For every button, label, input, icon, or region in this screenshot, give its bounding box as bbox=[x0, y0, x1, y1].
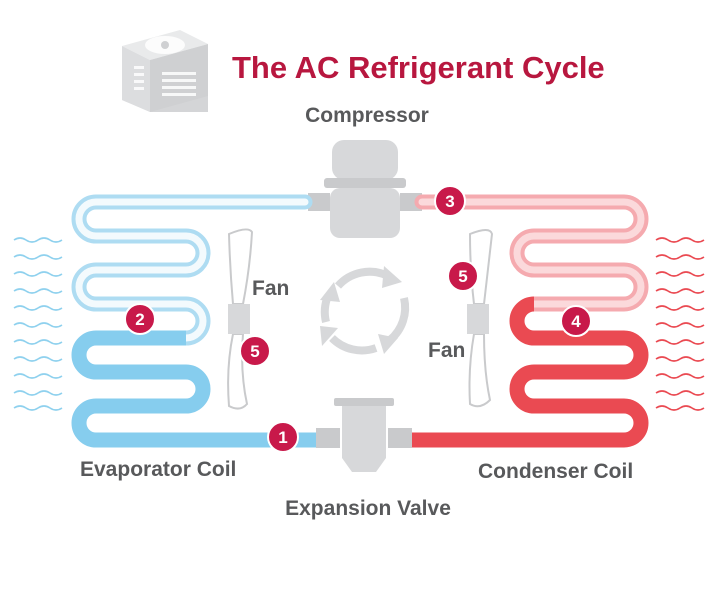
condenser-coil bbox=[410, 194, 649, 448]
badge-5-left: 5 bbox=[239, 335, 271, 367]
cycle-arrowheads bbox=[320, 266, 402, 354]
badge-5-right-label: 5 bbox=[458, 267, 467, 286]
badge-3: 3 bbox=[434, 185, 466, 217]
badge-4-label: 4 bbox=[571, 312, 581, 331]
badge-2: 2 bbox=[124, 303, 156, 335]
badge-3-label: 3 bbox=[445, 192, 454, 211]
diagram-title: The AC Refrigerant Cycle bbox=[232, 50, 605, 85]
fan-right-icon bbox=[467, 229, 494, 408]
badge-5-right: 5 bbox=[447, 260, 479, 292]
compressor bbox=[308, 140, 422, 238]
expansion-valve-label: Expansion Valve bbox=[285, 497, 451, 520]
badge-4: 4 bbox=[560, 305, 592, 337]
evaporator-label: Evaporator Coil bbox=[80, 458, 236, 481]
hot-air-waves bbox=[655, 237, 705, 411]
ac-unit-icon bbox=[122, 30, 208, 112]
badge-5-left-label: 5 bbox=[250, 342, 259, 361]
evaporator-coil bbox=[71, 194, 322, 448]
badge-1: 1 bbox=[267, 421, 299, 453]
badge-2-label: 2 bbox=[135, 310, 144, 329]
condenser-label: Condenser Coil bbox=[478, 460, 633, 483]
fan-right-label: Fan bbox=[428, 339, 465, 362]
fan-left-icon bbox=[227, 228, 254, 410]
expansion-valve bbox=[316, 398, 412, 472]
badge-1-label: 1 bbox=[278, 428, 287, 447]
fan-left-label: Fan bbox=[252, 277, 289, 300]
cold-air-waves bbox=[13, 237, 63, 411]
compressor-label: Compressor bbox=[305, 104, 429, 127]
